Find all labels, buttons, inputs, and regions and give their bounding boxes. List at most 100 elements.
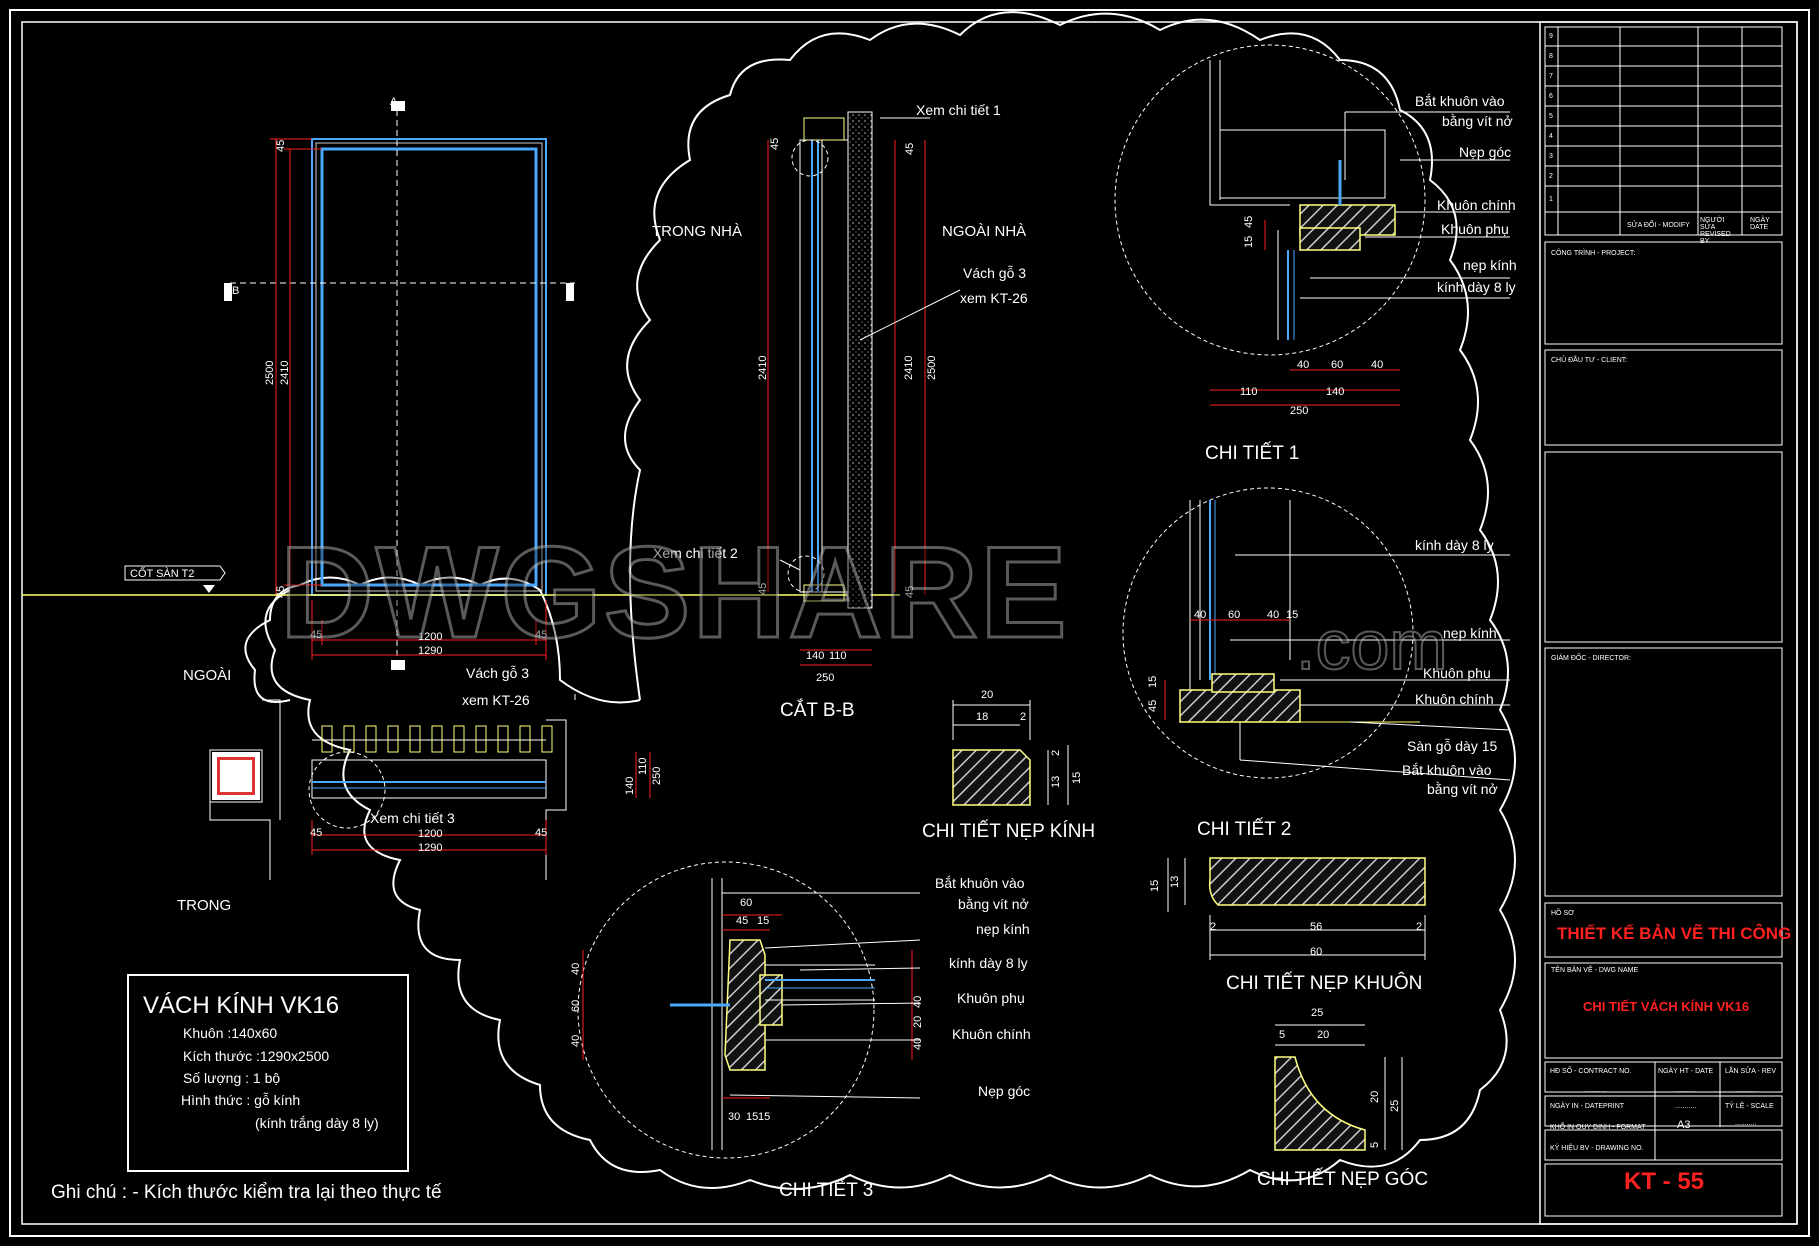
plan-dim-w-inner: 1200: [418, 828, 443, 840]
rev-label: LẦN SỬA - REV: [1725, 1068, 1777, 1075]
detail2-dim-v15: 15: [1147, 675, 1159, 688]
section-dim-140: 140: [806, 650, 825, 662]
detail1-label-3: Khuôn chính: [1437, 197, 1516, 213]
drawing-number: KT - 55: [1624, 1168, 1705, 1195]
detail-3: [577, 861, 921, 1159]
detail2-dim-60: 60: [1228, 609, 1241, 621]
section-wall-ref: xem KT-26: [960, 290, 1028, 306]
rev-row-2: 2: [1549, 173, 1553, 180]
rev-row-3: 3: [1549, 153, 1553, 160]
format-value: A3: [1677, 1119, 1691, 1131]
detail3-title: CHI TIẾT 3: [779, 1180, 874, 1201]
spec-line-4: (kính trắng dày 8 ly): [255, 1115, 379, 1131]
detail3-dim-45: 45: [736, 915, 749, 927]
detail2-label-2: Khuôn phụ: [1423, 665, 1491, 681]
nep-khuon-dim-60: 60: [1310, 946, 1323, 958]
rev-header-revised: NGƯỜI SỬA REVISED BY: [1700, 217, 1731, 245]
project-label: CÔNG TRÌNH - PROJECT:: [1551, 250, 1636, 257]
detail3-dim-15b: 15: [746, 1111, 759, 1123]
elevation-section-b-left: B: [232, 285, 240, 297]
section-dim-total-right: 2500: [926, 355, 938, 380]
nep-goc-dim-h5: 5: [1369, 1141, 1381, 1148]
detail3-label-3: kính dày 8 ly: [949, 955, 1028, 971]
spec-box: [127, 974, 409, 1172]
detail3-dim-v40d: 40: [912, 1037, 924, 1050]
nep-kinh-dim-h2: 2: [1050, 749, 1062, 756]
section-inside-label: TRONG NHÀ: [652, 223, 742, 240]
detail1-label-5: nẹp kính: [1463, 257, 1517, 273]
detail1-title: CHI TIẾT 1: [1205, 443, 1300, 464]
format-label: KHỔ IN QUY ĐỊNH - FORMAT: [1550, 1124, 1646, 1131]
section-outside-label: NGOÀI NHÀ: [942, 223, 1027, 240]
elevation-dim-top: 45: [275, 139, 287, 152]
scale-value: ...........: [1735, 1120, 1757, 1127]
print-date-value: ...........: [1675, 1103, 1697, 1110]
nep-khuon-dim-2a: 2: [1210, 921, 1217, 933]
detail2-dim-40a: 40: [1194, 609, 1207, 621]
plan-dim-140: 140: [624, 776, 636, 795]
detail1-label-4: Khuôn phụ: [1441, 221, 1509, 237]
plan-inside-label: TRONG: [177, 897, 232, 914]
elevation-dim-w-left: 45: [310, 629, 323, 641]
detail3-dim-v40a: 40: [570, 962, 582, 975]
detail2-dim-v45: 45: [1147, 699, 1159, 712]
nep-goc-dim-20: 20: [1317, 1029, 1330, 1041]
nep-kinh-title: CHI TIẾT NẸP KÍNH: [922, 821, 1096, 842]
plan-cloud: [244, 576, 641, 704]
detail3-label-2: nẹp kính: [976, 921, 1030, 937]
detail1-label-2: Nẹp góc: [1459, 144, 1512, 160]
revision-cloud: [264, 11, 1516, 1190]
rev-row-7: 7: [1549, 73, 1553, 80]
elevation-dim-w-right: 45: [535, 629, 548, 641]
section-dim-inner-right: 2410: [903, 355, 915, 380]
detail3-dim-v40c: 40: [912, 995, 924, 1008]
detail1-label-6: kính dày 8 ly: [1437, 279, 1516, 295]
rev-row-5: 5: [1549, 113, 1553, 120]
contract-label: HĐ SỐ - CONTRACT NO.: [1550, 1068, 1632, 1075]
scale-label: TỶ LỆ - SCALE: [1725, 1103, 1774, 1110]
detail2-label-5: Bắt khuôn vào: [1402, 762, 1492, 778]
spec-line-2: Số lượng : 1 bộ: [183, 1070, 281, 1086]
section-detail2-note: Xem chi tiết 2: [653, 545, 738, 561]
detail2-label-3: Khuôn chính: [1415, 691, 1494, 707]
nep-khuon-dim-15: 15: [1149, 879, 1161, 892]
detail3-dim-v20: 20: [912, 1015, 924, 1028]
detail2-label-1: nẹp kính: [1443, 625, 1497, 641]
rev-header-modify: SỬA ĐỔI - MODIFY: [1627, 222, 1690, 229]
spec-line-0: Khuôn :140x60: [183, 1025, 278, 1041]
floor-level-label: CỐT SÀN T2: [130, 568, 195, 580]
watermark-logo: DWGSHARE: [279, 519, 1069, 665]
elevation-dim-w-inner: 1200: [418, 631, 443, 643]
nep-kinh-dim-15: 15: [1071, 771, 1083, 784]
section-dim-inner-left: 2410: [757, 355, 769, 380]
plan-dim-w-left: 45: [310, 827, 323, 839]
detail1-dim-140: 140: [1326, 386, 1345, 398]
client-label: CHỦ ĐẦU TƯ - CLIENT:: [1551, 357, 1628, 364]
nep-khuon-title: CHI TIẾT NẸP KHUÔN: [1226, 973, 1423, 994]
sheet-border: [9, 9, 1810, 1237]
plan-wood-fins: [321, 725, 553, 753]
dwg-name-value: CHI TIẾT VÁCH KÍNH VK16: [1583, 999, 1750, 1014]
detail3-label-5: Khuôn chính: [952, 1026, 1031, 1042]
nep-khuon-dim-13: 13: [1169, 875, 1181, 888]
title-block: [1539, 21, 1798, 1225]
plan-outside-label: NGOÀI: [183, 667, 232, 684]
stage-label: HỒ SƠ: [1551, 910, 1575, 917]
detail3-dim-15: 15: [757, 915, 770, 927]
nep-goc-profile: [1274, 1024, 1403, 1151]
detail3-label-6: Nẹp góc: [978, 1083, 1031, 1099]
detail1-dim-110: 110: [1240, 386, 1258, 398]
elevation-view: [22, 101, 900, 670]
nep-khuon-profile: [1167, 857, 1426, 960]
plan-view: [209, 694, 651, 880]
detail1-dim-40b: 40: [1371, 359, 1384, 371]
plan-dim-250: 250: [651, 766, 663, 785]
detail3-label-0: Bắt khuôn vào: [935, 875, 1025, 891]
detail2-label-6: bằng vít nở: [1427, 781, 1498, 797]
nep-khuon-dim-2b: 2: [1416, 921, 1423, 933]
dwg-name-label: TÊN BẢN VẼ - DWG NAME: [1551, 967, 1639, 974]
detail1-dim-40a: 40: [1297, 359, 1310, 371]
rev-value: ...........: [1735, 1087, 1757, 1094]
detail1-dim-v45: 45: [1243, 215, 1255, 228]
